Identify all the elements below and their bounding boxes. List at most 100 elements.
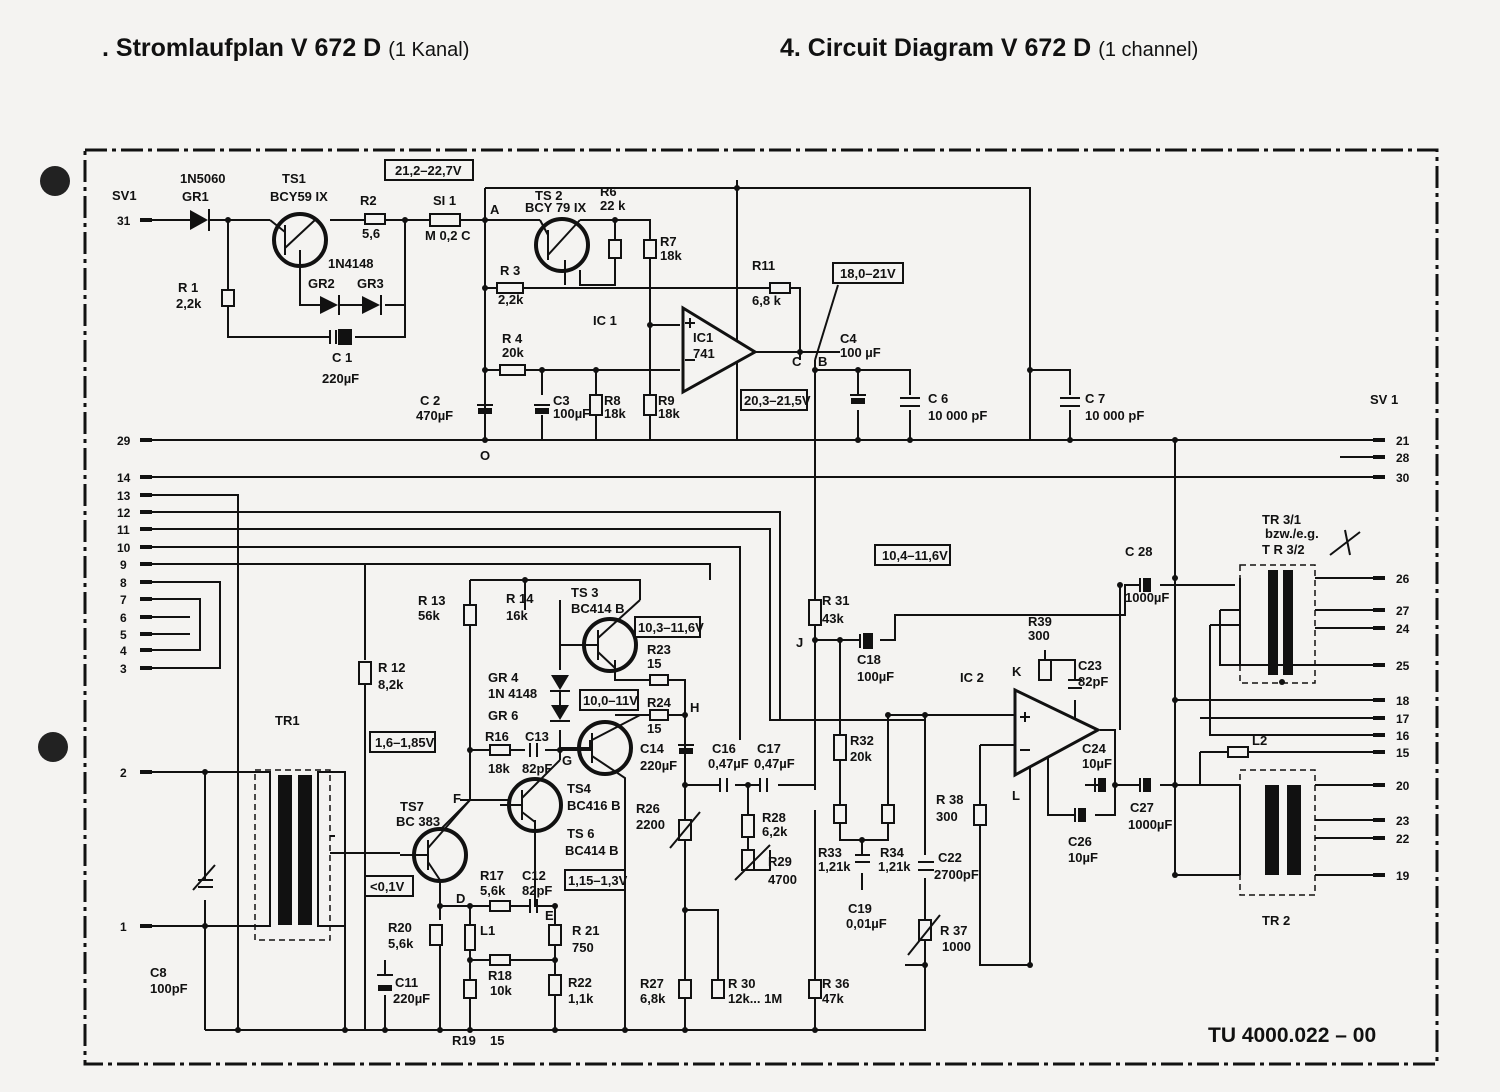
label-gr6: GR 6 [488,708,518,723]
label-r18-value: 10k [490,983,512,998]
label-r1-value: 2,2k [176,296,202,311]
label-r24: R24 [647,695,672,710]
label-r11-value: 6,8 k [752,293,782,308]
label-r19: R19 [452,1033,476,1048]
transistor-ts7 [400,799,471,883]
pin-right-17: 17 [1396,712,1410,726]
pin-left-4: 4 [120,644,127,658]
label-c19-value: 0,01µF [846,916,887,931]
label-r9: R9 [658,393,675,408]
label-ts6: TS 6 [567,826,594,841]
label-c13: C13 [525,729,549,744]
pin-left-31: 31 [117,214,131,228]
node-j: J [796,635,803,650]
transformer-tr3 [1239,529,1361,684]
label-r12: R 12 [378,660,405,675]
label-r20: R20 [388,920,412,935]
label-c6: C 6 [928,391,948,406]
diodes-gr4-gr6 [550,675,570,722]
node-c: C [792,354,802,369]
resistors [221,213,1249,999]
label-r8-value: 18k [604,406,626,421]
label-c14-value: 220µF [640,758,677,773]
label-c12-value: 82pF [522,883,552,898]
pin-right-30: 30 [1396,471,1410,485]
pin-right-21: 21 [1396,434,1410,448]
transistor-ts4 [560,714,641,1030]
voltage-ts4: 10,0–11V [583,693,638,708]
label-r6: R6 [600,184,617,199]
pin-left-8: 8 [120,576,127,590]
label-tr2: TR 2 [1262,913,1290,928]
connector-stubs [140,218,1385,928]
node-a: A [490,202,500,217]
label-tr3-eg: bzw./e.g. [1265,526,1319,541]
label-ic2: IC 2 [960,670,984,685]
label-r7: R7 [660,234,677,249]
label-l1: L1 [480,923,495,938]
label-gr1: GR1 [182,189,209,204]
label-ic1-type: 741 [693,346,715,361]
node-labels: A B C O J K L F G H D E [453,202,1022,923]
pin-right-24: 24 [1396,622,1410,636]
label-c17: C17 [757,741,781,756]
title-german: . Stromlaufplan V 672 D (1 Kanal) [102,34,469,63]
connector-right-label: SV 1 [1370,392,1398,407]
label-r2: R2 [360,193,377,208]
label-r28-value: 6,2k [762,824,788,839]
label-c22: C22 [938,850,962,865]
label-r23: R23 [647,642,671,657]
label-c16-value: 0,47µF [708,756,749,771]
label-c4: C4 [840,331,857,346]
transistor-ts2 [534,217,590,285]
label-ts7: TS7 [400,799,424,814]
label-c2: C 2 [420,393,440,408]
pin-left-2: 2 [120,766,127,780]
label-c18-value: 100µF [857,669,894,684]
label-r32: R32 [850,733,874,748]
label-gr4-type: 1N 4148 [488,686,537,701]
label-c8-value: 100pF [150,981,188,996]
label-gr3: GR3 [357,276,384,291]
label-c1: C 1 [332,350,352,365]
diodes-gr2-gr3 [320,295,382,315]
label-r11: R11 [752,258,775,273]
label-c24: C24 [1082,741,1107,756]
label-r30-value: 12k... 1M [728,991,782,1006]
diode-gr1 [190,209,210,231]
pin-left-29: 29 [117,434,131,448]
label-ts6-type: BC414 B [565,843,618,858]
opamp-ic2 [1013,687,1102,778]
label-ts1: TS1 [282,171,306,186]
label-tr1: TR1 [275,713,300,728]
label-ts2: TS 2 [535,188,562,203]
label-r29-value: 4700 [768,872,797,887]
pin-right-23: 23 [1396,814,1410,828]
document-number: TU 4000.022 – 00 [1208,1024,1377,1047]
label-r8: R8 [604,393,621,408]
voltage-annotations: 21,2–22,7V 18,0–21V 20,3–21,5V 10,4–11,6… [364,159,951,897]
voltage-f: 1,6–1,85V [375,735,435,750]
pin-right-26: 26 [1396,572,1410,586]
label-r7-value: 18k [660,248,682,263]
capacitors [198,213,1151,991]
label-r17: R17 [480,868,504,883]
label-ts3-type: BC414 B [571,601,624,616]
label-c4-value: 100 µF [840,345,881,360]
label-r12-value: 8,2k [378,677,404,692]
label-ts4: TS4 [567,781,592,796]
label-r37: R 37 [940,923,967,938]
label-c7: C 7 [1085,391,1105,406]
label-r14-value: 16k [506,608,528,623]
label-c6-value: 10 000 pF [928,408,987,423]
label-c3: C3 [553,393,570,408]
label-r30: R 30 [728,976,755,991]
left-pin-labels: 31 29 14 13 12 11 10 9 8 7 6 5 4 3 2 1 [117,214,131,934]
pin-right-27: 27 [1396,604,1410,618]
node-o: O [480,448,490,463]
label-c3-value: 100µF [553,406,590,421]
label-r38-value: 300 [936,809,958,824]
label-r4: R 4 [502,331,523,346]
label-ic1: IC 1 [593,313,617,328]
